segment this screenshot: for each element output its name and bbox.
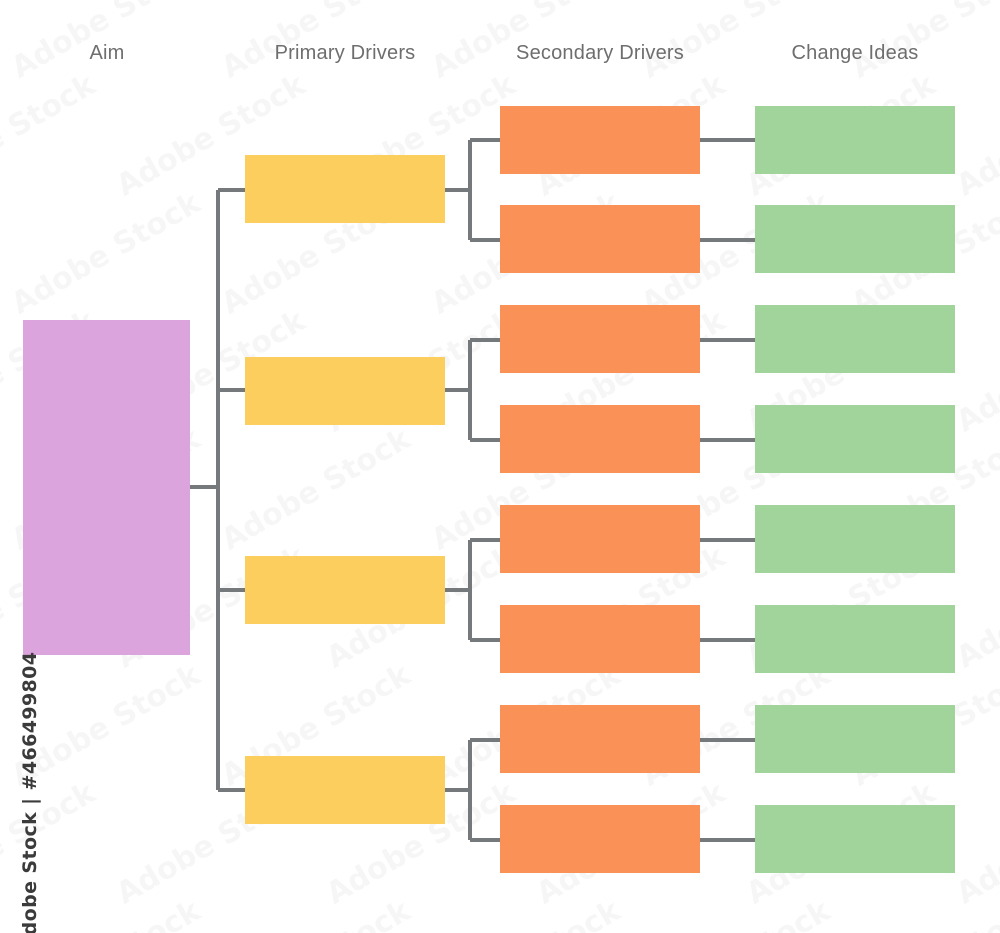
secondary-driver-box-3[interactable] [500, 305, 700, 373]
watermark-tile: Adobe Stock [5, 185, 206, 321]
watermark-tile: Adobe Stock [950, 775, 1000, 911]
primary-driver-box-1[interactable] [245, 155, 445, 223]
watermark-tile: Adobe Stock [215, 421, 416, 557]
watermark-tile: Adobe Stock [950, 303, 1000, 439]
watermark-tile: Adobe Stock [845, 893, 1000, 933]
secondary-driver-box-4[interactable] [500, 405, 700, 473]
secondary-driver-box-1[interactable] [500, 106, 700, 174]
column-header-primary-drivers: Primary Drivers [274, 42, 416, 64]
column-header-secondary-drivers: Secondary Drivers [516, 42, 684, 64]
secondary-driver-box-5[interactable] [500, 505, 700, 573]
stock-watermark: Adobe Stock | #466499804 [14, 652, 46, 933]
primary-driver-box-4[interactable] [245, 756, 445, 824]
watermark-tile: Adobe Stock [5, 893, 206, 933]
watermark-tile: Adobe Stock [635, 893, 836, 933]
change-idea-box-2[interactable] [755, 205, 955, 273]
watermark-tile: Adobe Stock [0, 67, 101, 203]
primary-driver-box-2[interactable] [245, 357, 445, 425]
change-idea-box-3[interactable] [755, 305, 955, 373]
aim-box-1[interactable] [23, 320, 190, 655]
primary-driver-box-3[interactable] [245, 556, 445, 624]
secondary-driver-box-6[interactable] [500, 605, 700, 673]
change-idea-box-1[interactable] [755, 106, 955, 174]
secondary-driver-box-2[interactable] [500, 205, 700, 273]
column-header-change-ideas: Change Ideas [791, 42, 919, 64]
watermark-tile: Adobe Stock [950, 67, 1000, 203]
watermark-tile: Adobe Stock [215, 893, 416, 933]
secondary-driver-box-7[interactable] [500, 705, 700, 773]
secondary-driver-box-8[interactable] [500, 805, 700, 873]
change-idea-box-7[interactable] [755, 705, 955, 773]
change-idea-box-6[interactable] [755, 605, 955, 673]
change-idea-box-4[interactable] [755, 405, 955, 473]
change-idea-box-8[interactable] [755, 805, 955, 873]
column-header-aim: Aim [89, 42, 125, 64]
watermark-tile: Adobe Stock [425, 893, 626, 933]
watermark-tile: Adobe Stock [0, 775, 101, 911]
watermark-tile: Adobe Stock [950, 539, 1000, 675]
change-idea-box-5[interactable] [755, 505, 955, 573]
stock-watermark-text: Adobe Stock | #466499804 [19, 651, 41, 933]
watermark-tile: Adobe Stock [5, 657, 206, 793]
